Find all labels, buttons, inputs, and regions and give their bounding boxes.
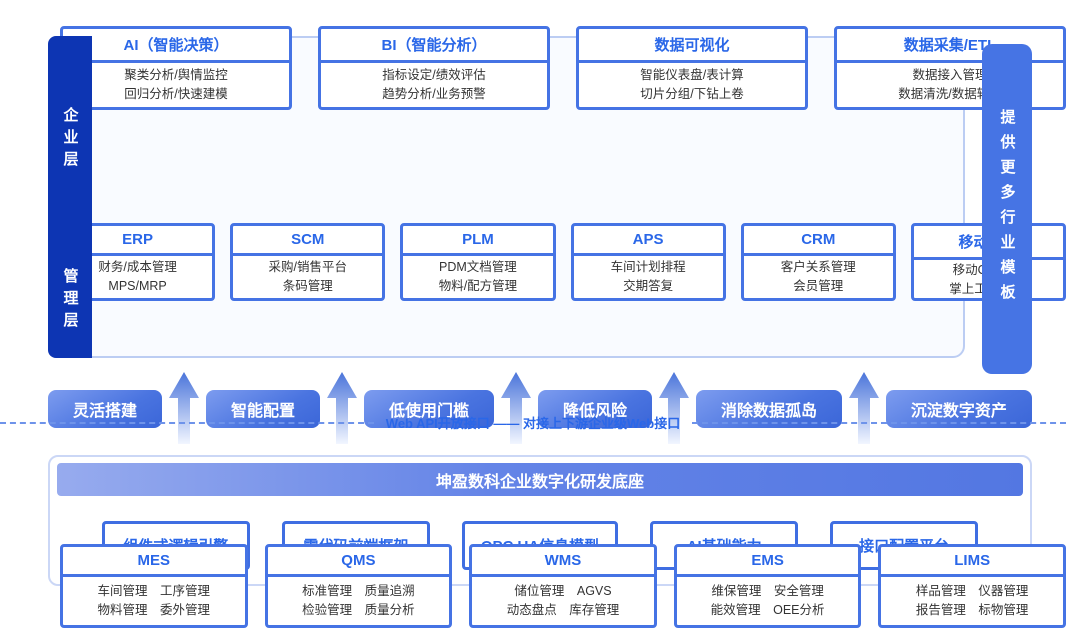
module-card-wms: WMS 储位管理 AGVS 动态盘点 库存管理	[469, 543, 657, 628]
module-card-qms: QMS 标准管理 质量追溯 检验管理 质量分析	[264, 543, 453, 628]
module-desc-line: 报告管理 标物管理	[915, 602, 1029, 617]
module-desc: 储位管理 AGVS 动态盘点 库存管理	[472, 577, 654, 625]
dashed-line	[0, 421, 374, 424]
module-desc-line: 标准管理 质量追溯	[302, 584, 415, 599]
module-title: MES	[63, 547, 245, 577]
module-desc-line: 数据接入管理	[912, 68, 988, 83]
module-desc-line: 趋势分析/业务预警	[382, 87, 486, 101]
module-title: BI（智能分析）	[321, 29, 547, 63]
module-title: SCM	[233, 226, 383, 257]
module-title: QMS	[267, 547, 450, 577]
module-title: AI（智能决策）	[63, 29, 289, 63]
module-desc-line: 会员管理	[793, 279, 844, 294]
module-desc-line: 能效管理 OEE分析	[710, 602, 825, 617]
module-desc-line: 维保管理 安全管理	[711, 584, 824, 599]
up-arrow-icon	[169, 372, 199, 444]
enterprise-row-analytics: AI（智能决策） 聚类分析/舆情监控 回归分析/快速建模 BI（智能分析） 指标…	[60, 26, 1066, 110]
module-desc: 客户关系管理 会员管理	[744, 256, 893, 298]
module-card-aps: APS 车间计划排程 交期答复	[570, 223, 726, 302]
module-card-ems: EMS 维保管理 安全管理 能效管理 OEE分析	[673, 543, 862, 628]
module-desc-line: 车间计划排程	[610, 260, 686, 275]
module-desc: 车间管理 工序管理 物料管理 委外管理	[63, 577, 245, 625]
module-card-crm: CRM 客户关系管理 会员管理	[740, 223, 896, 302]
module-desc: 财务/成本管理 MPS/MRP	[63, 256, 212, 298]
module-desc: 采购/销售平台 条码管理	[233, 256, 382, 298]
module-desc: 维保管理 安全管理 能效管理 OEE分析	[677, 577, 859, 625]
module-card-dataviz: 数据可视化 智能仪表盘/表计算 切片分组/下钻上卷	[576, 26, 808, 110]
layer-label-enterprise: 企业层	[61, 106, 79, 173]
module-desc-line: 条码管理	[282, 279, 333, 294]
module-title: 数据可视化	[579, 29, 805, 63]
module-card-bi: BI（智能分析） 指标设定/绩效评估 趋势分析/业务预警	[318, 26, 550, 110]
module-desc-line: 样品管理 仪器管理	[915, 584, 1029, 599]
layer-sidebar: 企业层 管理层	[48, 36, 92, 358]
benefit-pill-reduce-risk: 降低风险	[537, 390, 652, 428]
module-title: WMS	[472, 547, 654, 577]
module-desc-line: 储位管理 AGVS	[514, 584, 612, 599]
module-title: CRM	[743, 226, 893, 257]
up-arrow-icon	[500, 372, 531, 444]
module-card-scm: SCM 采购/销售平台 条码管理	[230, 223, 386, 302]
module-desc: 智能仪表盘/表计算 切片分组/下钻上卷	[579, 63, 805, 107]
module-desc: 车间计划排程 交期答复	[574, 256, 723, 298]
platform-panel-content: AI（智能决策） 聚类分析/舆情监控 回归分析/快速建模 BI（智能分析） 指标…	[0, 26, 1067, 628]
module-card-plm: PLM PDM文档管理 物料/配方管理	[400, 223, 556, 302]
module-desc-line: 动态盘点 库存管理	[506, 602, 620, 617]
benefit-pill-low-barrier: 低使用门槛	[363, 390, 494, 428]
module-card-lims: LIMS 样品管理 仪器管理 报告管理 标物管理	[878, 543, 1066, 628]
web-api-divider-label: Web API开放接口 —— 对接上下游企业级Web接口	[385, 416, 681, 432]
management-row: MES 车间管理 工序管理 物料管理 委外管理 QMS 标准管理 质量追溯 检验…	[60, 543, 1066, 628]
benefit-pill-flexible-build: 灵活搭建	[48, 390, 163, 428]
module-desc-line: 车间管理 工序管理	[97, 584, 211, 599]
module-card-etl: 数据采集/ETL 数据接入管理 数据清洗/数据转换	[834, 26, 1066, 110]
module-title: LIMS	[881, 547, 1063, 577]
more-templates-pill: 提供更多行业模板	[982, 44, 1032, 374]
more-templates-label: 提供更多行业模板	[998, 109, 1016, 309]
module-title: APS	[573, 226, 723, 257]
module-desc-line: PDM文档管理	[439, 260, 517, 275]
module-desc-line: 交期答复	[623, 279, 674, 294]
module-desc-line: 指标设定/绩效评估	[382, 68, 486, 83]
module-desc-line: 客户关系管理	[780, 260, 856, 275]
module-desc: 指标设定/绩效评估 趋势分析/业务预警	[321, 63, 547, 107]
up-arrow-icon	[326, 372, 357, 444]
module-title: EMS	[676, 547, 859, 577]
module-desc: 数据接入管理 数据清洗/数据转换	[837, 63, 1063, 107]
web-api-divider: Web API开放接口 —— 对接上下游企业级Web接口	[0, 415, 1066, 431]
module-desc-line: 切片分组/下钻上卷	[640, 87, 744, 101]
module-card-mes: MES 车间管理 工序管理 物料管理 委外管理	[60, 543, 248, 628]
module-desc: 聚类分析/舆情监控 回归分析/快速建模	[63, 63, 289, 107]
module-desc-line: 聚类分析/舆情监控	[124, 68, 228, 83]
module-desc: 标准管理 质量追溯 检验管理 质量分析	[268, 577, 450, 625]
module-desc-line: 智能仪表盘/表计算	[640, 68, 744, 83]
module-card-ai: AI（智能决策） 聚类分析/舆情监控 回归分析/快速建模	[60, 26, 292, 110]
module-desc-line: 检验管理 质量分析	[302, 602, 415, 617]
module-title: ERP	[63, 226, 213, 257]
layer-label-management: 管理层	[61, 267, 79, 334]
up-arrow-icon	[658, 372, 689, 444]
module-desc-line: 回归分析/快速建模	[124, 87, 228, 101]
module-desc-line: 采购/销售平台	[268, 260, 347, 275]
up-arrow-icon	[848, 372, 879, 444]
module-desc-line: MPS/MRP	[108, 279, 167, 294]
module-desc-line: 财务/成本管理	[98, 260, 177, 275]
module-desc: PDM文档管理 物料/配方管理	[403, 256, 552, 298]
module-desc: 样品管理 仪器管理 报告管理 标物管理	[881, 577, 1063, 625]
enterprise-row-business: ERP 财务/成本管理 MPS/MRP SCM 采购/销售平台 条码管理 PLM…	[60, 223, 1067, 302]
dashed-line	[692, 421, 1066, 424]
module-desc-line: 物料管理 委外管理	[97, 602, 211, 617]
foundation-title-bar: 坤盈数科企业数字化研发底座	[57, 463, 1023, 496]
module-title: 数据采集/ETL	[837, 29, 1063, 63]
module-title: PLM	[403, 226, 553, 257]
module-desc-line: 物料/配方管理	[438, 279, 518, 294]
module-desc-line: 数据清洗/数据转换	[898, 87, 1002, 101]
